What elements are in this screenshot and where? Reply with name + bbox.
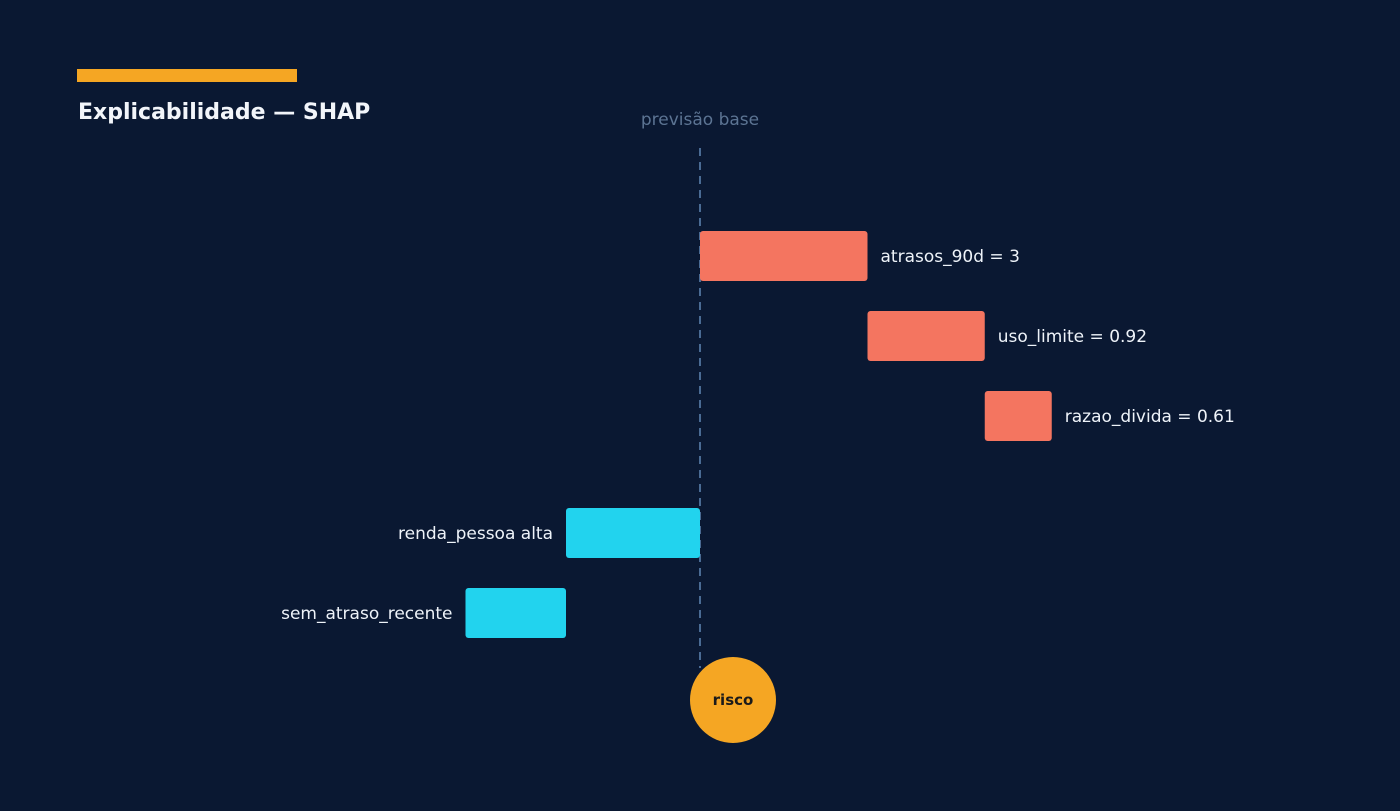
bar-positive-1 — [867, 311, 985, 361]
feature-label-1: uso_limite = 0.92 — [998, 327, 1147, 347]
bar-positive-2 — [984, 391, 1052, 441]
feature-label-0: atrasos_90d = 3 — [881, 247, 1020, 267]
bar-negative-3 — [566, 508, 700, 558]
bars-group: atrasos_90d = 3 uso_limite = 0.92 razao_di… — [281, 231, 1235, 638]
feature-label-4: sem_atraso_recente — [281, 604, 452, 624]
baseline-label: previsão base — [641, 110, 759, 130]
result-label: risco — [713, 691, 754, 709]
feature-label-2: razao_divida = 0.61 — [1065, 407, 1235, 427]
result-marker: risco — [690, 657, 776, 743]
bar-negative-4 — [465, 588, 566, 638]
result-circle — [690, 657, 776, 743]
accent-bar — [77, 69, 297, 82]
feature-label-3: renda_pessoa alta — [398, 524, 553, 544]
page-title: Explicabilidade — SHAP — [78, 100, 371, 125]
bar-positive-0 — [700, 231, 868, 281]
